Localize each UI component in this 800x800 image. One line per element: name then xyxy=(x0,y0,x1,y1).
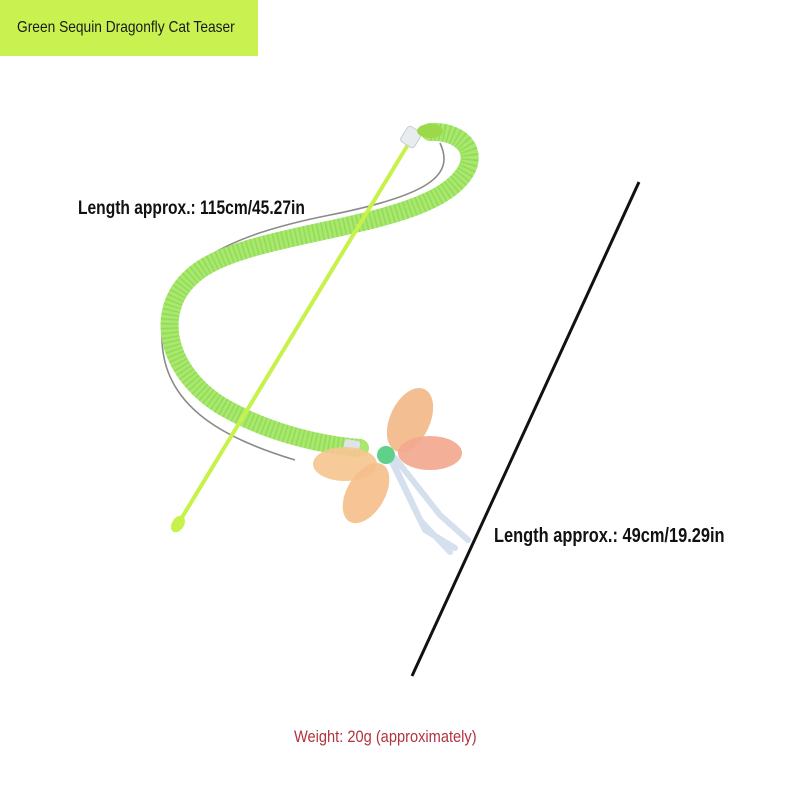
rod-length-label: Length approx.: 49cm/19.29in xyxy=(494,525,725,547)
dragonfly-wing-lower xyxy=(342,462,390,524)
sequin-bead xyxy=(417,124,443,138)
product-title: Green Sequin Dragonfly Cat Teaser xyxy=(17,19,235,36)
weight-label: Weight: 20g (approximately) xyxy=(294,727,477,746)
rod-handle-end xyxy=(171,515,185,533)
title-banner: Green Sequin Dragonfly Cat Teaser xyxy=(0,0,258,56)
dragonfly-wing-upper xyxy=(386,388,434,452)
teaser-rod xyxy=(176,136,414,526)
tassel-streamers xyxy=(387,455,471,555)
measurement-line xyxy=(410,181,641,677)
dragonfly-body xyxy=(377,446,395,464)
dragonfly-wing-right xyxy=(398,436,462,470)
rod-tip-cap xyxy=(400,125,422,149)
total-length-label: Length approx.: 115cm/45.27in xyxy=(78,198,305,219)
spring-tube-texture xyxy=(160,122,479,457)
